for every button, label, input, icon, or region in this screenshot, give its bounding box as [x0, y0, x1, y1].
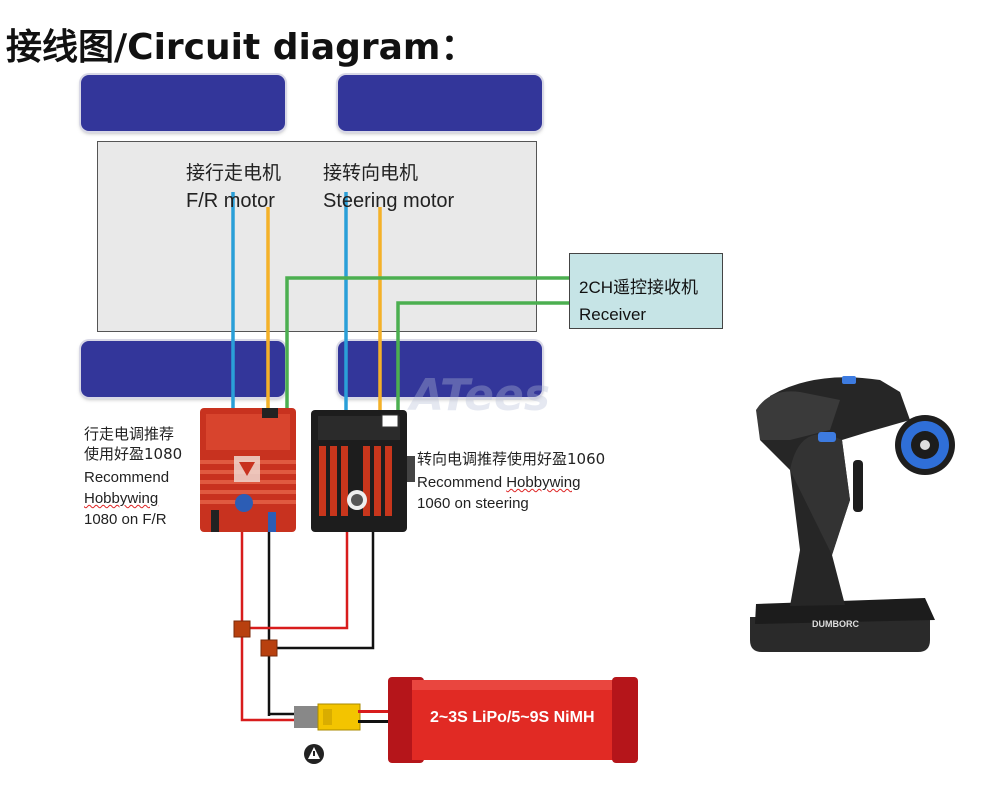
fr-esc-label: 行走电调推荐 使用好盈1080 Recommend Hobbywing 1080… — [84, 424, 182, 530]
fr-esc-label-en-3: 1080 on F/R — [84, 511, 167, 528]
front-left-wheel — [81, 75, 285, 131]
steering-esc-label: 转向电调推荐使用好盈1060 Recommend Hobbywing 1060 … — [417, 449, 605, 514]
page-title: 接线图/Circuit diagram： — [6, 27, 477, 68]
red-splice-junction — [233, 620, 251, 638]
right-esc-black-wire — [269, 532, 375, 650]
left-esc-red-wire — [240, 532, 296, 722]
steering-motor-label-en: Steering motor — [323, 190, 455, 212]
rear-left-wheel — [81, 341, 285, 397]
fr-motor-label-cn: 接行走电机 — [186, 162, 282, 184]
rc-transmitter — [750, 376, 955, 652]
fr-esc-label-en-2: Hobbywing — [84, 490, 159, 507]
receiver-box: 2CH遥控接收机 Receiver — [569, 253, 723, 329]
steering-motor-label-cn: 接转向电机 — [323, 162, 419, 184]
right-esc-red-wire — [242, 532, 349, 630]
receiver-label-cn: 2CH遥控接收机 — [579, 278, 699, 297]
watermark-logo: ATees — [410, 370, 551, 421]
steering-esc-label-cn: 转向电调推荐使用好盈1060 — [417, 450, 606, 468]
transmitter-brand: DUMBORC — [812, 619, 859, 629]
fr-esc-label-cn-2: 使用好盈1080 — [84, 445, 183, 463]
xt60-connector — [294, 703, 388, 731]
black-splice-junction — [260, 639, 278, 657]
fr-esc-hobbywing-1080 — [200, 408, 296, 532]
steering-esc-label-en-1: Recommend Hobbywing — [417, 472, 605, 493]
warning-icon — [304, 744, 324, 764]
steering-esc-recommend: Recommend — [417, 474, 503, 491]
battery-pack — [388, 677, 638, 763]
steering-esc-hobbywing: Hobbywing — [506, 474, 581, 491]
receiver-label-en: Receiver — [579, 305, 647, 324]
battery-label: 2~3S LiPo/5~9S NiMH — [430, 709, 595, 726]
front-right-wheel — [338, 75, 542, 131]
receiver-ch1-green-wire — [285, 276, 569, 414]
fr-esc-label-cn-1: 行走电调推荐 — [84, 425, 175, 443]
fr-motor-label-en: F/R motor — [186, 190, 275, 212]
rear-right-wheel — [338, 341, 542, 397]
chassis-body — [97, 141, 537, 332]
steering-esc-label-en-2: 1060 on steering — [417, 495, 529, 512]
receiver-ch2-green-wire — [396, 301, 569, 414]
steering-esc-hobbywing-1060 — [311, 410, 415, 532]
fr-esc-label-en-1: Recommend — [84, 469, 170, 486]
